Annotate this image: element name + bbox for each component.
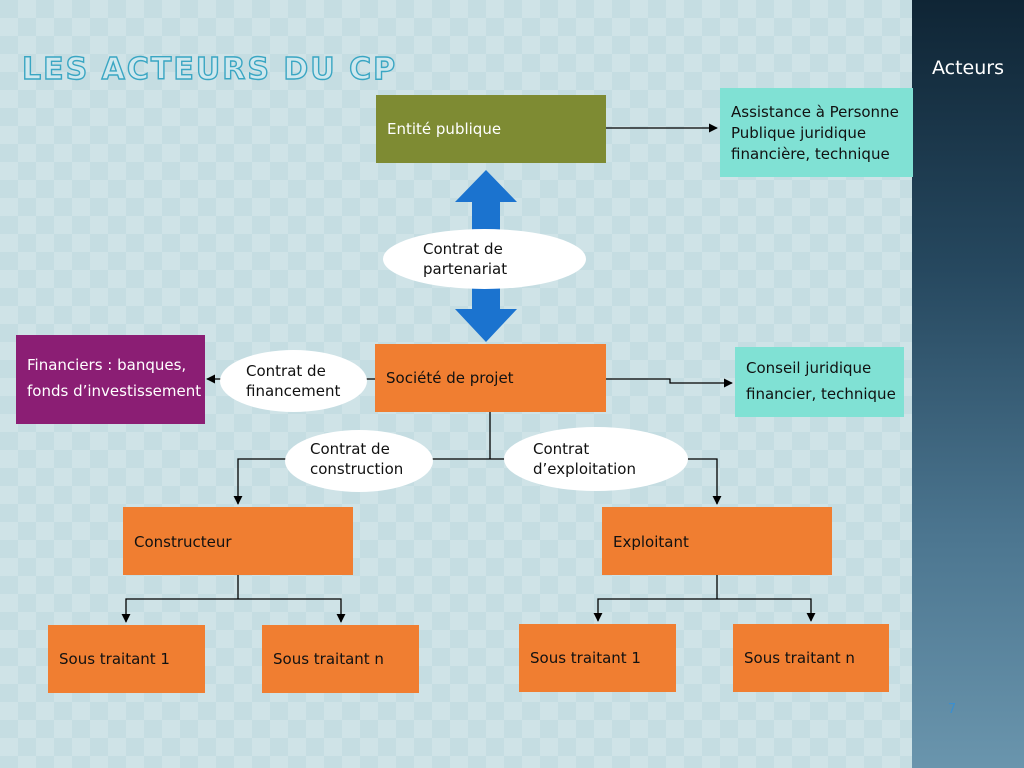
node-societe-projet-label: Société de projet (386, 368, 514, 387)
node-assistance: Assistance à Personne Publique juridique… (720, 88, 913, 177)
node-financiers: Financiers : banques, fonds d’investisse… (16, 335, 205, 424)
node-sous-traitant-1-exploitant: Sous traitant 1 (519, 624, 676, 692)
node-entite-publique-label: Entité publique (387, 119, 502, 138)
node-sous-traitant-1-exploitant-label: Sous traitant 1 (530, 649, 641, 667)
node-constructeur: Constructeur (123, 507, 353, 575)
arrow-to-conseil (606, 378, 733, 388)
node-assistance-line3: financière, technique (731, 145, 890, 163)
arrow-to-sous-traitant-n-b (717, 598, 816, 622)
node-sous-traitant-1-constructeur: Sous traitant 1 (48, 625, 205, 693)
slide-title: Les acteurs du CP (21, 51, 398, 87)
node-societe-projet: Société de projet (375, 344, 606, 412)
section-label: Acteurs (931, 57, 1004, 79)
node-conseil-line2: financier, technique (746, 384, 896, 403)
arrow-to-sous-traitant-1-a (121, 598, 238, 623)
node-sous-traitant-n-constructeur: Sous traitant n (262, 625, 419, 693)
node-sous-traitant-n-exploitant: Sous traitant n (733, 624, 889, 692)
node-exploitant-label: Exploitant (613, 533, 689, 551)
node-assistance-line2: Publique juridique (731, 124, 867, 142)
contract-partenariat: Contrat de partenariat (383, 229, 586, 289)
contract-financement-line1: Contrat de (246, 362, 326, 380)
contract-exploitation-line2: d’exploitation (533, 460, 636, 478)
node-entite-publique: Entité publique (376, 95, 606, 163)
node-constructeur-label: Constructeur (134, 533, 232, 551)
node-financiers-line1: Financiers : banques, (27, 356, 187, 374)
page-number: 7 (947, 702, 957, 717)
node-conseil-line1: Conseil juridique (746, 359, 872, 377)
arrow-to-sous-traitant-n-a (238, 598, 346, 623)
node-exploitant: Exploitant (602, 507, 832, 575)
arrow-to-sous-traitant-1-b (593, 598, 717, 622)
node-financiers-line2: fonds d’investissement (27, 382, 202, 401)
contract-exploitation: Contrat d’exploitation (504, 427, 688, 491)
node-sous-traitant-n-exploitant-label: Sous traitant n (744, 649, 855, 667)
contract-exploitation-line1: Contrat (533, 440, 590, 458)
sidebar-panel (912, 0, 1024, 768)
contract-construction: Contrat de construction (285, 430, 433, 492)
contract-financement: Contrat de financement (220, 350, 367, 412)
contract-financement-line2: financement (246, 382, 341, 400)
node-conseil: Conseil juridique financier, technique (735, 347, 904, 417)
contract-construction-line1: Contrat de (310, 440, 390, 458)
node-assistance-line1: Assistance à Personne (731, 103, 899, 121)
contract-partenariat-line1: Contrat de (423, 240, 503, 258)
node-sous-traitant-n-constructeur-label: Sous traitant n (273, 649, 384, 668)
contract-construction-line2: construction (310, 460, 404, 478)
node-sous-traitant-1-constructeur-label: Sous traitant 1 (59, 649, 170, 668)
contract-partenariat-line2: partenariat (423, 260, 508, 278)
